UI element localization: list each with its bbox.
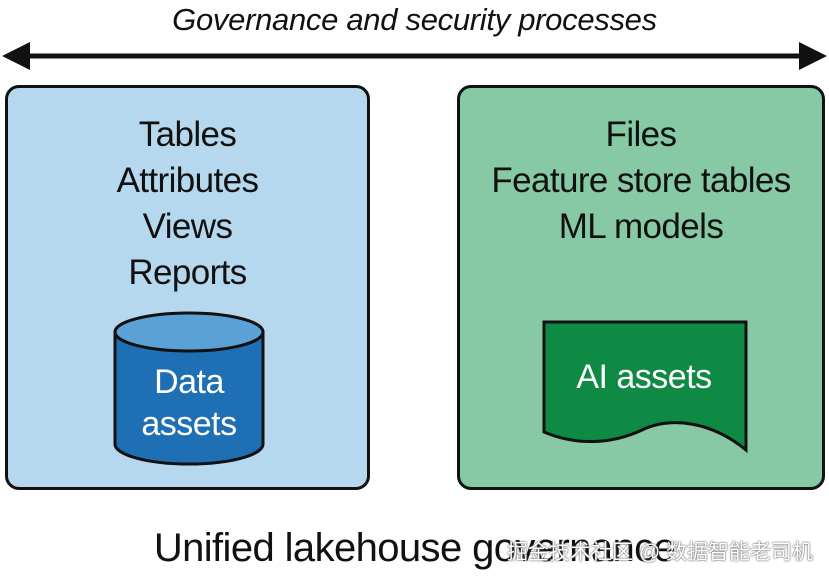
data-assets-icon-label: Data assets	[112, 361, 266, 445]
data-assets-label-line: assets	[141, 405, 237, 443]
list-item: Feature store tables	[491, 161, 791, 200]
double-headed-arrow-icon	[2, 42, 827, 70]
list-item: Tables	[138, 115, 237, 154]
list-item: Files	[605, 115, 678, 154]
ai-assets-box: Files Feature store tables ML models AI …	[457, 85, 825, 490]
list-item: Reports	[128, 253, 247, 292]
lakehouse-governance-label: Unified lakehouse governance	[153, 526, 676, 570]
watermark: 掘金技术社区 @ 数据智能老司机	[507, 541, 813, 564]
document-icon	[542, 320, 748, 454]
governance-label: Governance and security processes	[172, 2, 657, 37]
ai-assets-list: Files Feature store tables ML models	[460, 112, 822, 250]
list-item: Attributes	[116, 161, 259, 200]
list-item: Views	[142, 207, 233, 246]
list-item: ML models	[558, 207, 724, 246]
data-assets-label-line: Data	[154, 363, 224, 401]
data-assets-list: Tables Attributes Views Reports	[8, 112, 367, 296]
ai-assets-icon-label: AI assets	[576, 358, 712, 396]
data-assets-box: Tables Attributes Views Reports Data ass…	[5, 85, 370, 490]
database-cylinder-icon	[113, 311, 265, 466]
